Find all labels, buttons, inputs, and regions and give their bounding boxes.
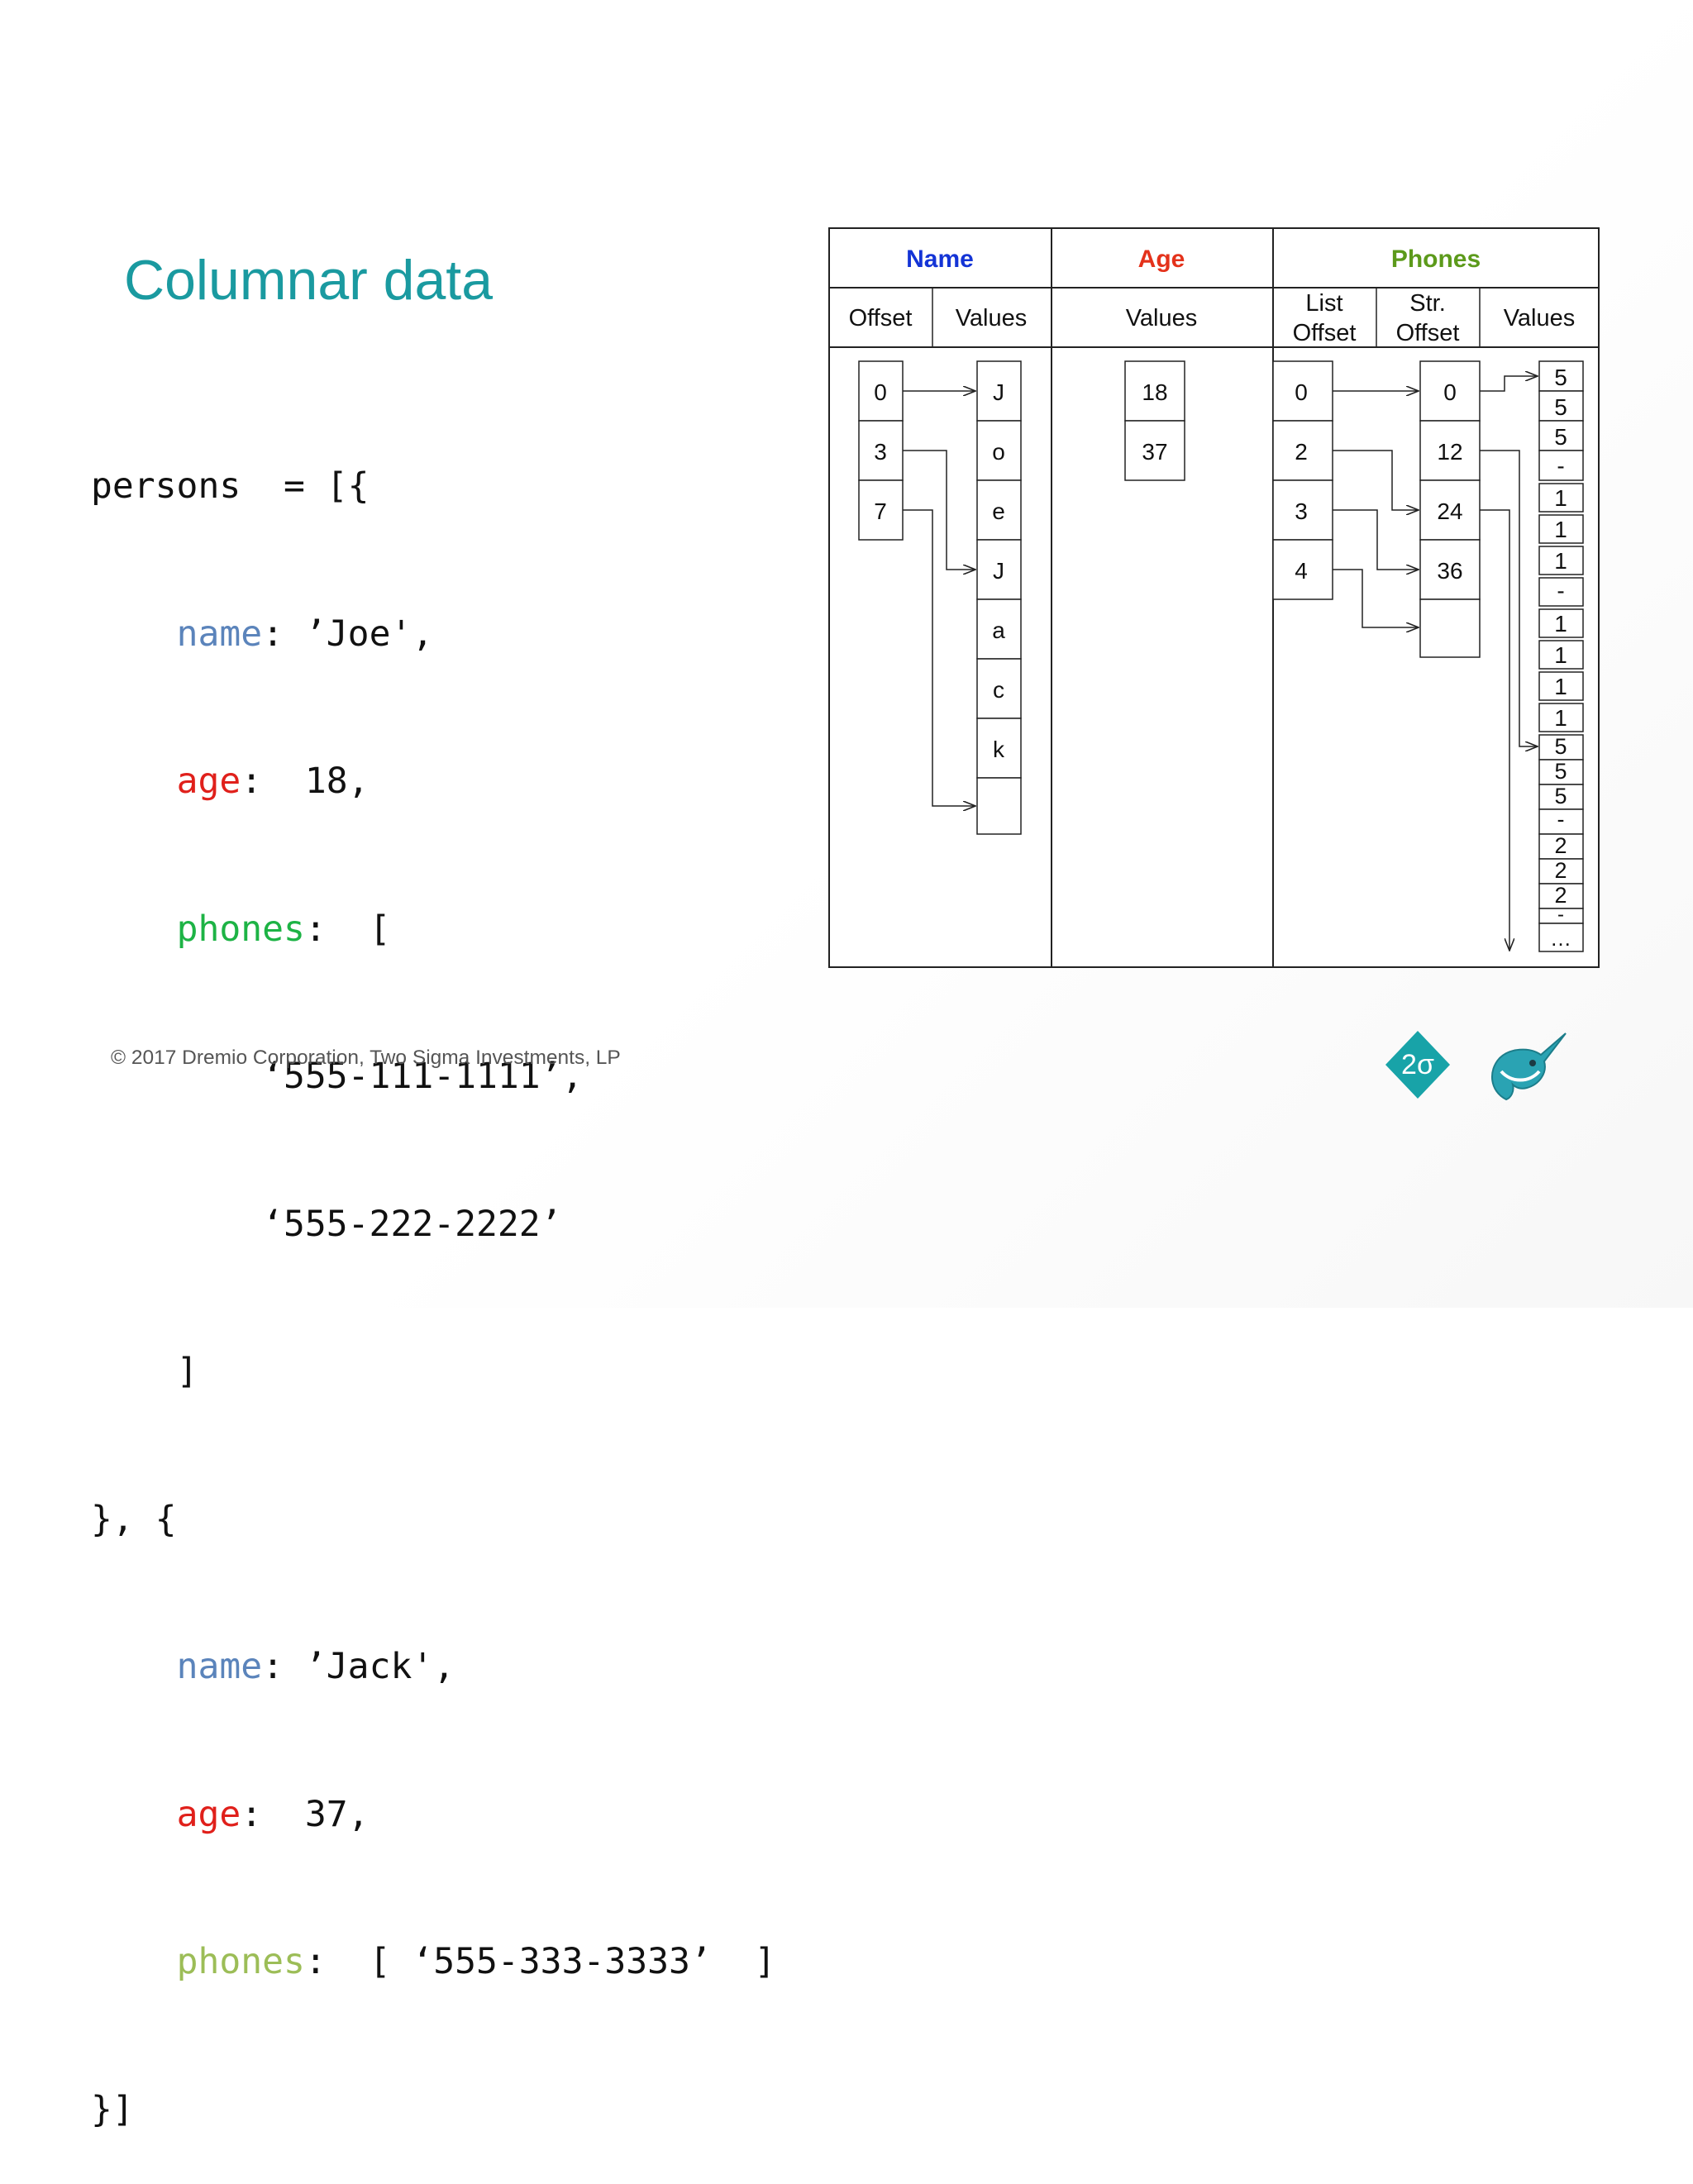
name-char: e — [992, 498, 1005, 524]
list-offset-arrows — [1333, 391, 1419, 627]
code-value: : 18, — [241, 761, 370, 802]
code-value: : 37, — [241, 1793, 370, 1835]
code-line-9: name: ’Jack', — [91, 1643, 775, 1692]
str-offset-value: 0 — [1443, 379, 1457, 405]
name-offset-value: 7 — [874, 498, 887, 524]
code-key-phones: phones — [176, 1941, 305, 1982]
phone-char: 2 — [1554, 858, 1567, 883]
phone-char: 5 — [1554, 734, 1567, 759]
list-offset-value: 4 — [1295, 558, 1308, 584]
diagram-frame — [828, 227, 1600, 968]
code-key-phones: phones — [176, 908, 305, 950]
subheader-offset: Offset — [849, 305, 913, 331]
code-value: : ’Jack', — [262, 1646, 455, 1687]
subheader-list-offset: Offset — [1293, 320, 1357, 346]
code-line-6: ‘555-222-2222’ — [91, 1200, 775, 1250]
code-key-age: age — [176, 761, 241, 802]
two-sigma-logo-text: 2σ — [1401, 1049, 1434, 1080]
code-value: : ’Joe', — [262, 613, 434, 655]
name-char: a — [992, 618, 1005, 643]
str-offset-arrows — [1480, 376, 1538, 951]
phone-char: - — [1557, 904, 1564, 926]
phone-char: 5 — [1554, 365, 1567, 390]
code-line-7: ] — [91, 1347, 775, 1397]
phone-value-cells: 5 5 5 - 1 1 1 - 1 1 1 1 5 5 5 - 2 2 2 - … — [1538, 360, 1584, 952]
phone-char: 5 — [1554, 424, 1567, 450]
columnar-layout-diagram: Name Age Phones Offset Values Values Lis… — [828, 227, 1600, 968]
str-offset-value: 36 — [1437, 558, 1462, 584]
code-key-name: name — [176, 613, 263, 655]
phone-char: 1 — [1554, 642, 1567, 668]
code-text: }] — [91, 2088, 134, 2130]
subheader-values: Values — [1504, 305, 1576, 331]
name-char: o — [992, 439, 1005, 465]
narwhal-icon — [1490, 1032, 1567, 1101]
phone-char: 1 — [1554, 674, 1567, 699]
name-offset-arrows — [903, 391, 975, 806]
subheader-str-offset: Str. — [1409, 290, 1446, 317]
name-value-cells: J o e J a c k — [976, 360, 1022, 835]
two-sigma-logo-shape — [1385, 1031, 1450, 1099]
two-sigma-logo: 2σ — [1385, 1031, 1450, 1099]
code-text: }, { — [91, 1498, 177, 1540]
code-text: ‘555-222-2222’ — [262, 1203, 562, 1245]
header-age: Age — [1138, 246, 1185, 273]
str-offset-value: 12 — [1437, 439, 1462, 465]
subheader-values: Values — [956, 305, 1028, 331]
age-value: 37 — [1142, 439, 1167, 465]
code-key-name: name — [176, 1646, 263, 1687]
name-offset-cells: 0 3 7 — [858, 360, 904, 541]
phone-char: 2 — [1554, 833, 1567, 858]
phone-char: 5 — [1554, 394, 1567, 420]
copyright-text: © 2017 Dremio Corporation, Two Sigma Inv… — [111, 1047, 621, 1069]
phone-char: 5 — [1554, 784, 1567, 808]
code-line-1: persons = [{ — [91, 462, 775, 512]
name-char: c — [993, 677, 1004, 703]
str-offset-value: 24 — [1437, 498, 1462, 524]
code-line-2: name: ’Joe', — [91, 610, 775, 660]
name-offset-value: 0 — [874, 379, 887, 405]
code-line-10: age: 37, — [91, 1791, 775, 1840]
code-key-age: age — [176, 1793, 241, 1835]
subheader-list-offset: List — [1305, 290, 1342, 317]
name-char: J — [993, 379, 1004, 405]
phone-char: … — [1550, 926, 1571, 951]
age-value: 18 — [1142, 379, 1167, 405]
code-value: : [ — [304, 908, 391, 950]
phone-char: 1 — [1554, 548, 1567, 574]
name-char: J — [993, 558, 1004, 584]
code-line-8: }, { — [91, 1495, 775, 1545]
subheader-values: Values — [1126, 305, 1198, 331]
code-line-3: age: 18, — [91, 757, 775, 807]
phone-char: 5 — [1554, 759, 1567, 784]
code-line-5: ‘555-111-1111’, — [91, 1052, 775, 1102]
code-text: persons = [{ — [91, 465, 370, 507]
code-value: : [ ‘555-333-3333’ ] — [304, 1941, 776, 1982]
str-offset-cells: 0 12 24 36 — [1419, 360, 1481, 658]
code-line-4: phones: [ — [91, 905, 775, 955]
list-offset-value: 2 — [1295, 439, 1308, 465]
header-phones: Phones — [1391, 246, 1481, 273]
list-offset-value: 0 — [1295, 379, 1308, 405]
phone-char: 2 — [1554, 883, 1567, 908]
phone-char: - — [1557, 453, 1564, 479]
subheader-str-offset: Offset — [1396, 320, 1460, 346]
phone-char: - — [1557, 807, 1565, 832]
name-char: k — [993, 737, 1005, 762]
name-offset-value: 3 — [874, 439, 887, 465]
slide-title: Columnar data — [124, 249, 494, 312]
header-name: Name — [906, 246, 974, 273]
list-offset-value: 3 — [1295, 498, 1308, 524]
phone-char: 1 — [1554, 517, 1567, 542]
phone-char: - — [1557, 578, 1564, 603]
phone-char: 1 — [1554, 705, 1567, 731]
phone-char: 1 — [1554, 611, 1567, 637]
code-line-11: phones: [ ‘555-333-3333’ ] — [91, 1938, 776, 1987]
code-line-12: }] — [91, 2086, 775, 2135]
code-text: ‘555-111-1111’, — [262, 1056, 584, 1097]
code-text: ] — [176, 1351, 198, 1392]
age-value-cells: 18 37 — [1124, 360, 1185, 481]
phone-char: 1 — [1554, 485, 1567, 511]
list-offset-cells: 0 2 3 4 — [1272, 360, 1333, 600]
